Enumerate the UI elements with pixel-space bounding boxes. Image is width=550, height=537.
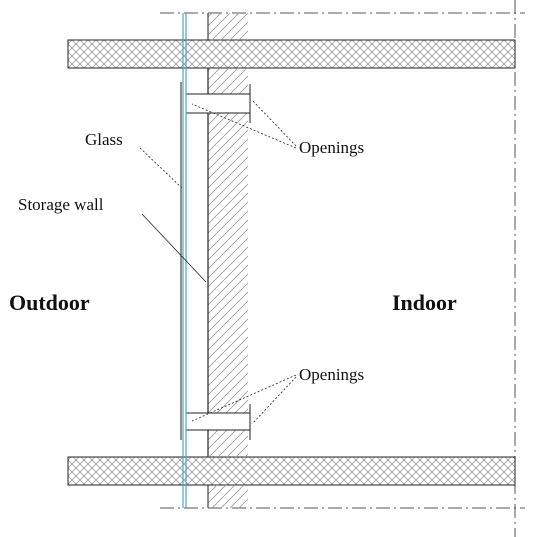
ceiling-slab xyxy=(67,39,516,69)
openings-bottom-label: Openings xyxy=(299,365,365,384)
openings-bottom-leader-2 xyxy=(251,376,297,425)
glass-label: Glass xyxy=(85,130,123,149)
floor-slab xyxy=(67,456,516,486)
storage-wall-label: Storage wall xyxy=(18,195,104,214)
storage-wall-leader xyxy=(141,213,207,283)
glass-leader xyxy=(139,147,183,189)
indoor-label: Indoor xyxy=(392,290,457,315)
outdoor-label: Outdoor xyxy=(9,290,90,315)
openings-top-label: Openings xyxy=(299,138,365,157)
storage-wall-mass xyxy=(207,13,248,508)
openings-bottom-leader-1 xyxy=(191,374,297,422)
openings-top-leader-1 xyxy=(191,103,297,149)
leader-lines xyxy=(139,99,297,425)
openings-top-leader-2 xyxy=(251,99,297,147)
